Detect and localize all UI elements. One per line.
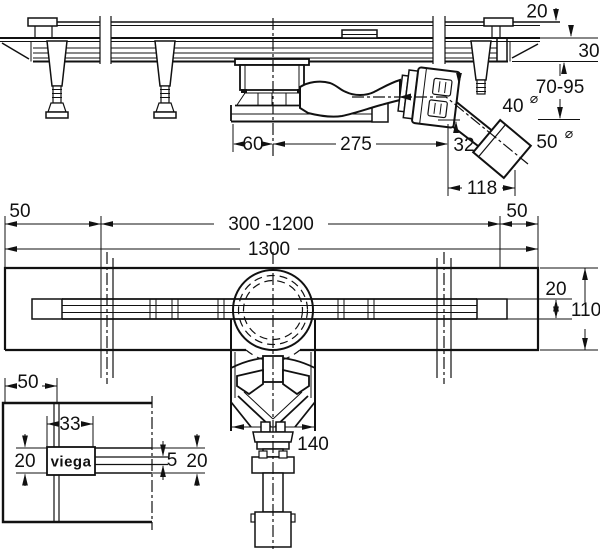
dim-outlet-pipe-diameter: 40 xyxy=(502,96,523,117)
dim-grate-width: 20 xyxy=(545,279,566,300)
detail-dimensions: 50 33 20 5 20 xyxy=(4,372,208,486)
dim-length-range: 300 -1200 xyxy=(228,214,314,235)
adjustable-foot-middle xyxy=(153,40,177,119)
outlet-assembly xyxy=(299,66,533,180)
dim-slot-width: 5 xyxy=(167,450,178,471)
break-marks-side xyxy=(99,16,446,64)
dim-overall-length: 1300 xyxy=(248,239,290,260)
dim-tile-thickness: 20 xyxy=(526,2,547,23)
dim-detail-end-width: 50 xyxy=(17,372,38,393)
dim-end-sleeve-diameter: 50 xyxy=(536,132,557,153)
trap-front-view: 140 xyxy=(230,319,329,548)
wall-bracket-left xyxy=(1,41,32,62)
dim-end-right: 50 xyxy=(506,201,527,222)
tile-clamp-left xyxy=(27,17,58,38)
drain-pot xyxy=(230,58,374,123)
diameter-symbol-40: ⌀ xyxy=(530,90,539,106)
logo-plate xyxy=(46,446,96,476)
dim-grate-height-right: 20 xyxy=(186,451,207,472)
dim-grate-height-left: 20 xyxy=(14,451,35,472)
dim-adjustment-range: 70-95 xyxy=(536,77,585,98)
dim-outlet-projection: 118 xyxy=(467,178,497,199)
grate-strip xyxy=(31,298,508,320)
swan-neck-pipe xyxy=(299,78,401,118)
viega-logo: viega xyxy=(51,454,92,471)
wall-bracket-right xyxy=(496,38,539,62)
tile-clamp-middle xyxy=(341,29,378,39)
diameter-symbol-50: ⌀ xyxy=(565,125,574,141)
dim-trap-body-width: 140 xyxy=(297,434,329,455)
end-sleeve-50 xyxy=(471,118,533,180)
union-nut xyxy=(397,66,461,129)
trap-baffle-wing-left xyxy=(236,368,264,396)
break-marks-plan xyxy=(106,252,452,384)
grate-end-cap-left xyxy=(31,298,63,320)
dim-drain-to-outlet: 275 xyxy=(340,134,372,155)
plan-view-dimensions: 50 300 -1200 1300 50 20 110 xyxy=(4,201,600,378)
outlet-axis-centerline xyxy=(352,96,529,165)
grate-end-detail-view: viega 50 33 20 5 20 xyxy=(1,372,208,530)
flow-direction-arrow xyxy=(399,93,411,101)
detail-box-outline xyxy=(1,401,152,524)
grate-end-cap-right xyxy=(476,298,508,320)
tile-clamp-right xyxy=(483,17,514,38)
dim-drain-edge-offset: 60 xyxy=(242,134,263,155)
detail-grate-lines xyxy=(16,447,205,474)
dim-rail-height: 30 xyxy=(578,41,599,62)
side-view-dimensions: 20 30 70-95 40 ⌀ 50 ⌀ 32 60 275 118 xyxy=(232,2,600,199)
dim-end-left: 50 xyxy=(9,201,30,222)
adjustable-foot-left xyxy=(45,40,69,119)
plan-view: 140 50 300 -1200 xyxy=(3,18,600,549)
dim-body-width: 110 xyxy=(571,300,600,321)
trap-baffle-wing-right xyxy=(282,368,310,396)
dim-logo-plate-width: 33 xyxy=(59,414,80,435)
dim-outlet-drop: 32 xyxy=(453,135,474,156)
side-elevation-view: 20 30 70-95 40 ⌀ 50 ⌀ 32 60 275 118 xyxy=(0,2,600,199)
adjustable-foot-right xyxy=(470,40,492,95)
